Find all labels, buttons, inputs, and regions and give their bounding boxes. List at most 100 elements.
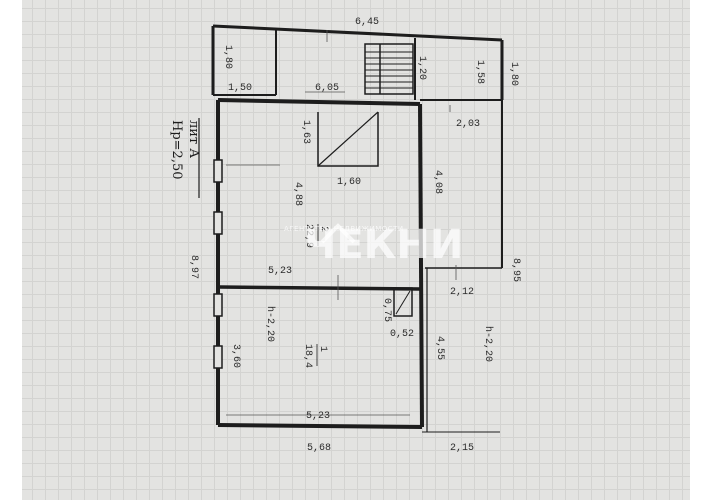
paper-grid-line bbox=[474, 0, 475, 500]
paper-grid-line bbox=[500, 0, 501, 500]
windows bbox=[213, 159, 223, 369]
side-note-line1: лит А bbox=[186, 120, 201, 158]
paper-grid-line bbox=[591, 0, 592, 500]
dim-terrace-depth: 1,58 bbox=[474, 60, 485, 84]
dim-closet-height: 0,75 bbox=[381, 298, 392, 322]
paper-grid-line bbox=[201, 0, 202, 500]
watermark-subtitle: АГЕНТСТВО НЕДВИЖИМОСТИ bbox=[284, 225, 404, 233]
paper-grid-line bbox=[669, 0, 670, 500]
paper-grid-line bbox=[22, 190, 690, 191]
paper-grid-line bbox=[22, 60, 690, 61]
dim-annex-ceiling-height: h-2,20 bbox=[482, 326, 494, 362]
dim-top-overall: 6,45 bbox=[355, 17, 379, 28]
watermark-logo: ЧЕКНИ bbox=[304, 222, 463, 268]
house-roof-icon bbox=[320, 223, 356, 244]
dim-stair-height: 1,20 bbox=[416, 56, 427, 80]
terrace-top-wall bbox=[212, 24, 503, 42]
paper-grid-line bbox=[409, 0, 410, 500]
paper-grid-line bbox=[97, 0, 98, 500]
dim-room1-height: 3,60 bbox=[230, 344, 241, 368]
paper-grid-line bbox=[22, 463, 690, 464]
dim-stair-box-width: 1,60 bbox=[337, 177, 361, 188]
dim-terrace-width: 6,05 bbox=[315, 83, 339, 94]
dim-left-total-height: 8,97 bbox=[188, 255, 199, 279]
paper-grid-line bbox=[22, 476, 690, 477]
main-right-wall bbox=[418, 103, 424, 428]
watermark: ЧЕКНИ АГЕНТСТВО НЕДВИЖИМОСТИ bbox=[284, 222, 463, 268]
paper-grid-line bbox=[22, 229, 690, 230]
dim-right-total-height: 8,95 bbox=[510, 258, 521, 282]
room2-label: 2 22,9 bbox=[303, 224, 329, 248]
paper-grid-line bbox=[22, 164, 690, 165]
dim-room2-width: 5,23 bbox=[268, 266, 292, 277]
paper-grid-line bbox=[643, 0, 644, 500]
paper-grid-line bbox=[331, 0, 332, 500]
paper-grid-line bbox=[617, 0, 618, 500]
paper-grid-line bbox=[22, 216, 690, 217]
paper-grid-line bbox=[22, 203, 690, 204]
paper-grid-line bbox=[318, 0, 319, 500]
paper-grid-line bbox=[22, 138, 690, 139]
paper-grid-line bbox=[22, 112, 690, 113]
dim-corridor-width: 2,03 bbox=[456, 119, 480, 130]
paper-grid-line bbox=[292, 0, 293, 500]
paper-grid-line bbox=[84, 0, 85, 500]
paper-grid-line bbox=[253, 0, 254, 500]
paper-grid-line bbox=[22, 346, 690, 347]
paper-grid-line bbox=[565, 0, 566, 500]
paper-grid-line bbox=[22, 34, 690, 35]
window bbox=[213, 345, 223, 369]
paper-grid-line bbox=[487, 0, 488, 500]
window bbox=[213, 159, 223, 183]
paper-grid-line bbox=[448, 0, 449, 500]
paper-grid-line bbox=[58, 0, 59, 500]
dim-right-terrace-height: 1,80 bbox=[508, 62, 519, 86]
paper-grid-line bbox=[22, 99, 690, 100]
paper-grid-line bbox=[22, 125, 690, 126]
paper-grid-line bbox=[136, 0, 137, 500]
paper-grid-line bbox=[22, 47, 690, 48]
stair-box bbox=[364, 43, 414, 95]
paper-grid-line bbox=[22, 21, 690, 22]
closet-diagonal bbox=[395, 290, 411, 315]
paper-grid-line bbox=[22, 398, 690, 399]
window bbox=[213, 211, 223, 235]
paper-grid-line bbox=[22, 320, 690, 321]
paper-grid-line bbox=[513, 0, 514, 500]
paper-grid-line bbox=[22, 359, 690, 360]
paper-grid-line bbox=[22, 281, 690, 282]
paper-grid-line bbox=[22, 437, 690, 438]
paper-grid-line bbox=[22, 268, 690, 269]
paper-grid-line bbox=[22, 307, 690, 308]
room2-area: 22,9 bbox=[303, 224, 314, 248]
paper-grid-line bbox=[305, 0, 306, 500]
paper-grid-line bbox=[22, 411, 690, 412]
paper-grid-line bbox=[214, 0, 215, 500]
paper-grid-line bbox=[22, 86, 690, 87]
room1-area: 18,4 bbox=[302, 344, 313, 368]
paper-grid-line bbox=[45, 0, 46, 500]
dim-corridor-height: 4,08 bbox=[432, 170, 443, 194]
paper-grid-line bbox=[526, 0, 527, 500]
dim-terrace-left-width: 1,50 bbox=[228, 83, 252, 94]
dim-room2-height: 4,88 bbox=[292, 182, 303, 206]
paper-grid-line bbox=[123, 0, 124, 500]
dim-stair-box-height: 1,63 bbox=[300, 120, 311, 144]
paper-grid-line bbox=[71, 0, 72, 500]
paper-grid-line bbox=[240, 0, 241, 500]
paper-grid-line bbox=[22, 177, 690, 178]
paper-sheet bbox=[22, 0, 690, 500]
window bbox=[213, 293, 223, 317]
paper-grid-line bbox=[188, 0, 189, 500]
dim-corridor-lower-width: 2,12 bbox=[450, 287, 474, 298]
dim-annex-height: 4,55 bbox=[434, 336, 445, 360]
paper-grid-line bbox=[227, 0, 228, 500]
paper-grid-line bbox=[22, 294, 690, 295]
room1-label: 1 18,4 bbox=[302, 344, 328, 368]
paper-grid-line bbox=[266, 0, 267, 500]
paper-grid-line bbox=[162, 0, 163, 500]
paper-grid-line bbox=[22, 242, 690, 243]
paper-grid-line bbox=[110, 0, 111, 500]
room1-number: 1 bbox=[317, 346, 328, 352]
paper-grid-line bbox=[552, 0, 553, 500]
